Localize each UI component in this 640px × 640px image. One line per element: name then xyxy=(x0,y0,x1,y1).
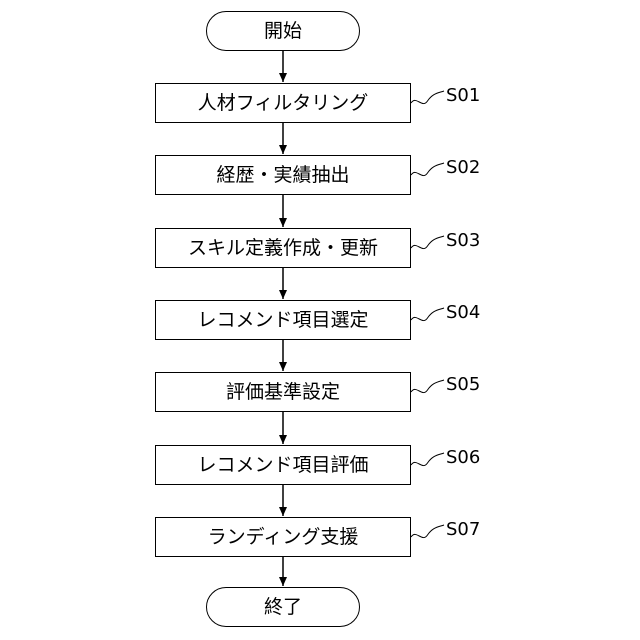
step-id-leader xyxy=(411,453,444,466)
step-id-leader xyxy=(411,525,444,538)
step-box-s05: 評価基準設定 xyxy=(155,372,411,412)
step-id-leader xyxy=(411,91,444,104)
start-terminal: 開始 xyxy=(206,11,360,51)
step-box-s04: レコメンド項目選定 xyxy=(155,300,411,340)
step-id-leader xyxy=(411,236,444,249)
step-id-s02: S02 xyxy=(446,159,480,177)
step-id-s05: S05 xyxy=(446,376,480,394)
step-label-s02: 経歴・実績抽出 xyxy=(216,166,349,185)
end-label: 終了 xyxy=(264,598,302,617)
step-box-s07: ランディング支援 xyxy=(155,517,411,557)
end-terminal: 終了 xyxy=(206,587,360,627)
step-id-s03: S03 xyxy=(446,232,480,250)
step-label-s01: 人材フィルタリング xyxy=(198,94,369,113)
step-box-s03: スキル定義作成・更新 xyxy=(155,228,411,268)
step-label-s04: レコメンド項目選定 xyxy=(197,311,368,330)
step-label-s06: レコメンド項目評価 xyxy=(197,456,368,475)
start-label: 開始 xyxy=(264,22,302,41)
step-label-s03: スキル定義作成・更新 xyxy=(188,239,378,258)
step-box-s06: レコメンド項目評価 xyxy=(155,445,411,485)
step-id-s07: S07 xyxy=(446,521,480,539)
step-box-s01: 人材フィルタリング xyxy=(155,83,411,123)
step-id-leader xyxy=(411,163,444,176)
step-id-s01: S01 xyxy=(446,87,480,105)
step-label-s05: 評価基準設定 xyxy=(226,383,340,402)
step-id-s06: S06 xyxy=(446,449,480,467)
step-label-s07: ランディング支援 xyxy=(208,528,359,547)
step-id-leader xyxy=(411,308,444,321)
step-id-s04: S04 xyxy=(446,304,480,322)
step-id-leader xyxy=(411,380,444,393)
step-box-s02: 経歴・実績抽出 xyxy=(155,155,411,195)
